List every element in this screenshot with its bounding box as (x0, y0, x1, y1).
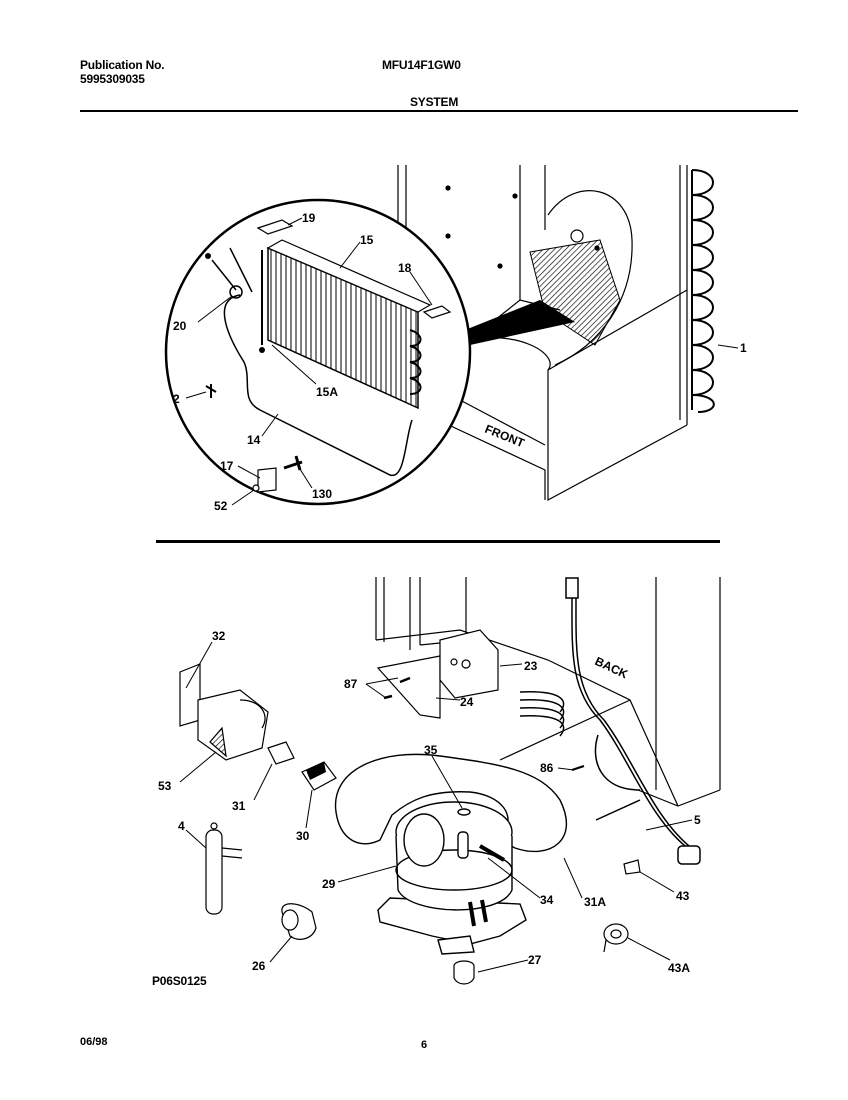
section-divider (156, 540, 720, 543)
part-26-capacitor (281, 903, 317, 940)
callout-1: 1 (740, 341, 747, 355)
part-18-shape (422, 305, 452, 319)
callout-20: 20 (173, 319, 187, 333)
callout-24: 24 (460, 695, 474, 709)
evaporator-cover-hatch (529, 239, 621, 346)
callout-53: 53 (158, 779, 172, 793)
part-17-shape (257, 467, 277, 493)
callout-86: 86 (540, 761, 554, 775)
evaporator-shadow (465, 300, 575, 345)
callout-2: 2 (173, 392, 180, 406)
callout-31a: 31A (584, 895, 606, 909)
capillary-tube (211, 247, 413, 476)
back-label: BACK (593, 654, 631, 681)
callout-19: 19 (302, 211, 316, 225)
compressor (377, 801, 527, 955)
callout-52: 52 (214, 499, 228, 513)
part-31-shape (267, 741, 295, 765)
callout-4: 4 (178, 819, 185, 833)
publication-number: 5995309035 (80, 72, 145, 86)
callout-5: 5 (694, 813, 701, 827)
front-label: FRONT (483, 422, 527, 451)
callout-15a: 15A (316, 385, 338, 399)
figure-code: P06S0125 (152, 974, 207, 988)
callout-18: 18 (398, 261, 412, 275)
bottom-callouts: 32 87 23 24 53 31 30 35 86 5 4 29 34 31A… (158, 629, 701, 975)
callout-34: 34 (540, 893, 554, 907)
relay-bracket (376, 629, 499, 719)
condenser-coil (691, 169, 715, 413)
part-52-shape (252, 484, 260, 492)
cabinet-back (375, 577, 721, 807)
part-27-grommet (453, 960, 475, 985)
callout-14: 14 (247, 433, 261, 447)
model-number: MFU14F1GW0 (382, 58, 461, 72)
callout-23: 23 (524, 659, 538, 673)
part-43-shape (623, 859, 641, 875)
callout-26: 26 (252, 959, 266, 973)
filter-drier (205, 822, 243, 915)
callout-35: 35 (424, 743, 438, 757)
callout-17: 17 (220, 459, 234, 473)
header-rule (80, 110, 798, 112)
top-callouts: 19 15 18 20 15A 2 14 17 130 52 1 (173, 211, 747, 513)
callout-87: 87 (344, 677, 358, 691)
callout-43: 43 (676, 889, 690, 903)
evaporator-detail (259, 239, 432, 410)
power-cord (519, 577, 701, 865)
callout-29: 29 (322, 877, 336, 891)
callout-27: 27 (528, 953, 542, 967)
callout-15: 15 (360, 233, 374, 247)
callout-30: 30 (296, 829, 310, 843)
overload-cover (179, 663, 269, 761)
callout-43a: 43A (668, 961, 690, 975)
section-title: SYSTEM (410, 95, 459, 109)
part-19-shape (256, 219, 294, 235)
callout-31: 31 (232, 799, 246, 813)
part-43a-shape (603, 923, 629, 953)
page-number: 6 (421, 1039, 428, 1051)
callout-32: 32 (212, 629, 226, 643)
footer-date: 06/98 (80, 1036, 108, 1048)
publication-label: Publication No. (80, 58, 165, 72)
part-2-shape (205, 384, 217, 398)
part-86-screw (571, 765, 585, 771)
callout-130: 130 (312, 487, 332, 501)
